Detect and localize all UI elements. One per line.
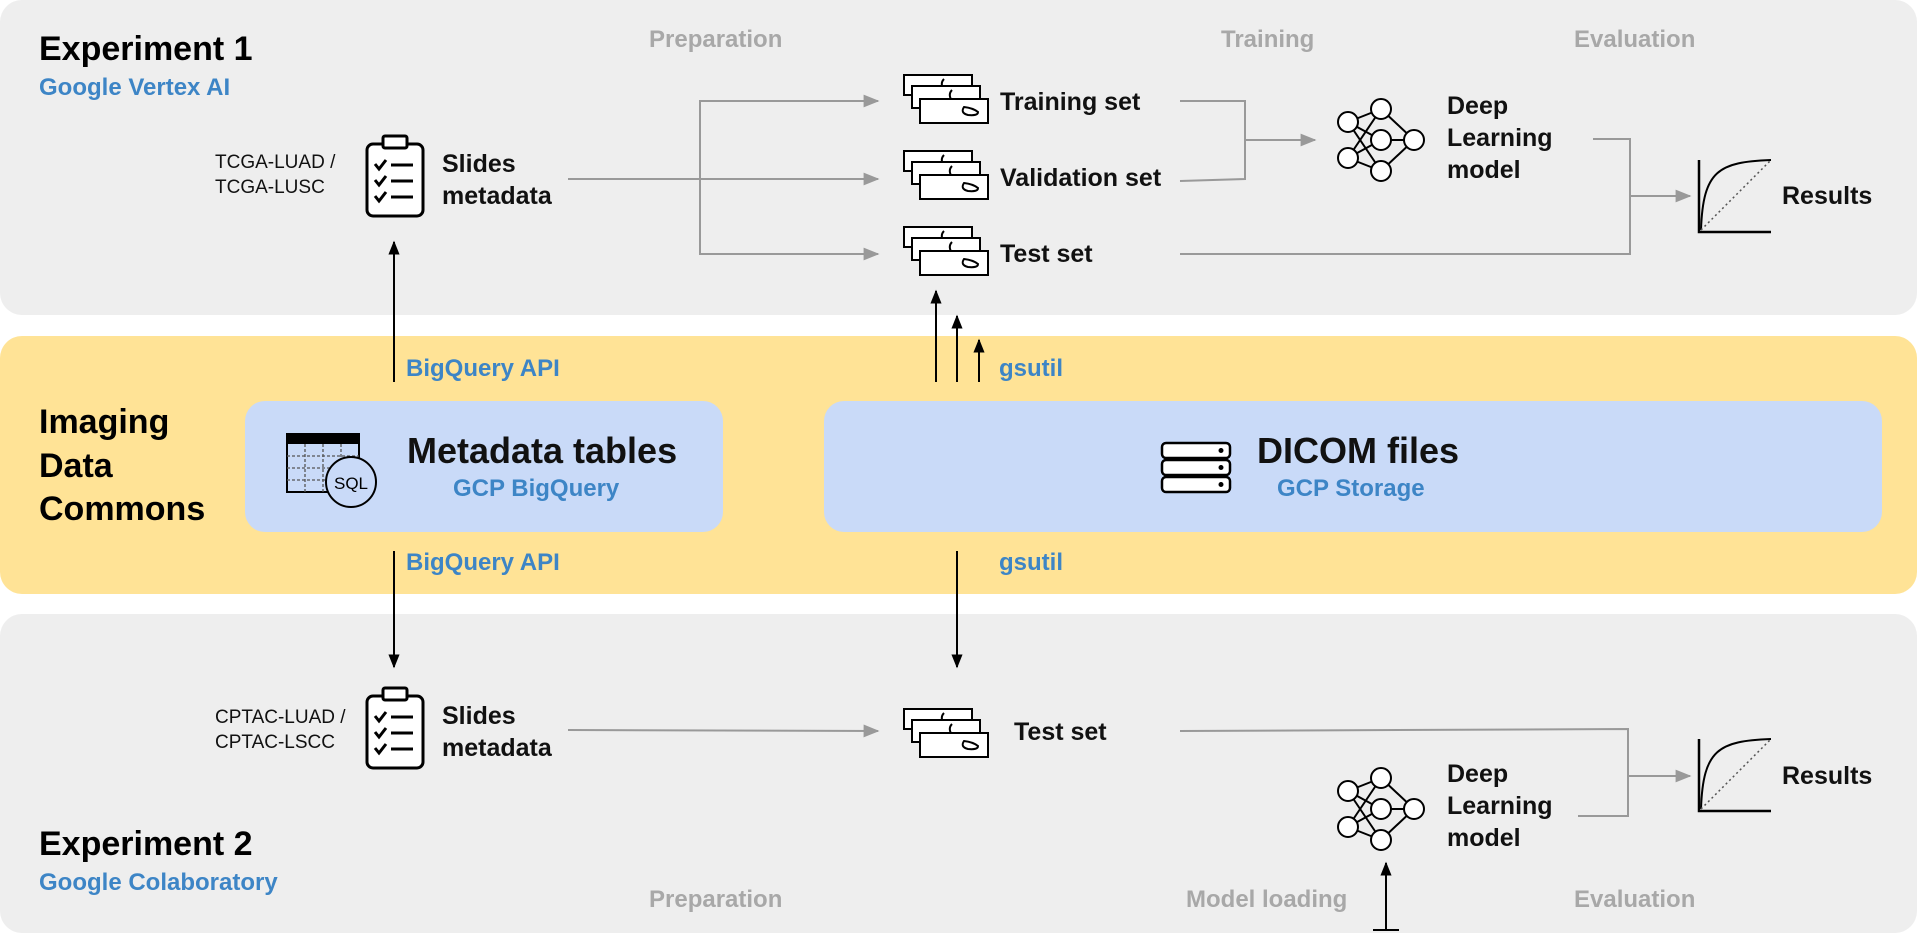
slides-metadata-line-1: Slides [442,150,516,178]
stage-preparation-2: Preparation [649,886,783,913]
model-line-3: model [1447,156,1521,184]
results-label-2: Results [1782,762,1873,790]
stage-evaluation-2: Evaluation [1574,886,1696,913]
neural-network-icon [1337,98,1425,182]
model2-line-3: model [1447,824,1521,852]
experiment1-platform: Google Vertex AI [39,74,231,101]
clipboard-checklist-icon [365,686,425,770]
collection2-line-1: CPTAC-LUAD / [215,707,346,728]
model-line-2: Learning [1447,124,1553,152]
sql-table-icon: SQL [286,433,377,508]
training-set-label: Training set [1000,88,1141,116]
clipboard-checklist-icon [365,134,425,218]
results-label-1: Results [1782,182,1873,210]
slides-stack-icon [903,708,989,758]
cptac-collections: CPTAC-LUAD / CPTAC-LSCC [215,706,346,755]
slides-stack-icon [903,150,989,200]
experiment2-title: Experiment 2 [39,825,253,863]
bigquery-api-bottom: BigQuery API [406,549,560,576]
metadata-tables-title: Metadata tables [407,430,678,471]
sql-icon-text: SQL [334,474,368,493]
validation-set-label: Validation set [1000,164,1162,192]
slides-metadata-1: Slides metadata [442,148,552,212]
dicom-files-title: DICOM files [1257,430,1460,471]
experiment2-platform: Google Colaboratory [39,869,278,896]
stage-preparation-1: Preparation [649,26,783,53]
slides-metadata2-line-1: Slides [442,702,516,730]
collection-line-2: TCGA-LUSC [215,176,325,198]
dicom-files-box [824,401,1882,532]
idc-title-line-1: Imaging [39,403,170,441]
tcga-collections: TCGA-LUAD / TCGA-LUSC [215,151,335,200]
test-set-label-1: Test set [1000,240,1093,268]
slides-metadata2-line-2: metadata [442,734,552,762]
slides-stack-icon [903,74,989,124]
stage-training: Training [1221,26,1315,53]
stage-evaluation-1: Evaluation [1574,26,1696,53]
stage-model-loading: Model loading [1186,886,1348,913]
idc-title: Imaging Data Commons [39,401,205,532]
metadata-tables-subtitle: GCP BigQuery [453,475,620,502]
gsutil-bottom: gsutil [999,549,1063,576]
test-set-label-2: Test set [1014,718,1107,746]
deep-learning-model-2: Deep Learning model [1447,758,1553,854]
deep-learning-model-1: Deep Learning model [1447,90,1553,186]
bigquery-api-top: BigQuery API [406,355,560,382]
model-line-1: Deep [1447,92,1509,120]
roc-curve-icon [1697,158,1773,234]
dicom-files-subtitle: GCP Storage [1277,475,1425,502]
slides-stack-icon [903,226,989,276]
collection-line-1: TCGA-LUAD / [215,152,336,173]
server-storage-icon [1160,441,1232,494]
idc-title-line-2: Data [39,446,113,485]
model2-line-2: Learning [1447,792,1553,820]
neural-network-icon [1337,767,1425,851]
slides-metadata-2: Slides metadata [442,700,552,764]
roc-curve-icon [1697,737,1773,813]
gsutil-top: gsutil [999,355,1063,382]
model2-line-1: Deep [1447,760,1509,788]
slides-metadata-line-2: metadata [442,182,552,210]
collection2-line-2: CPTAC-LSCC [215,731,335,753]
idc-title-line-3: Commons [39,490,206,529]
experiment1-title: Experiment 1 [39,30,253,68]
metadata-tables-box [245,401,723,532]
